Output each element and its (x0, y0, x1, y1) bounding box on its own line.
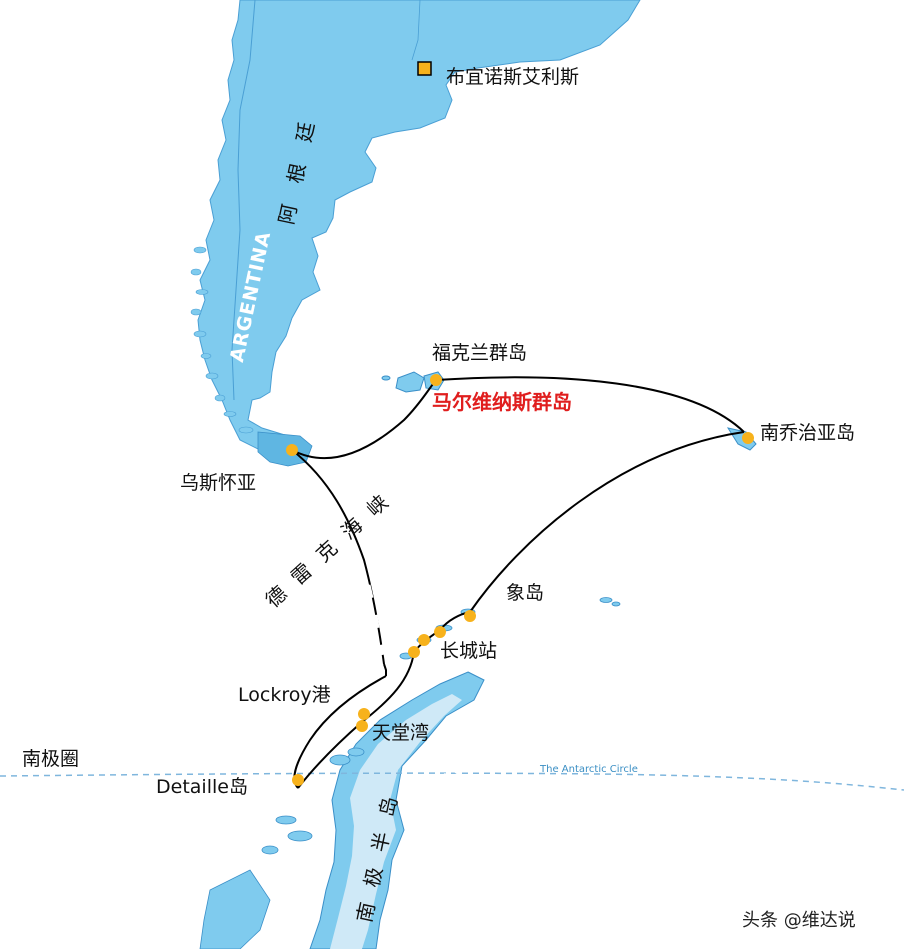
lockroy-marker (358, 708, 370, 720)
detaille-island-label: Detaille岛 (156, 776, 248, 798)
ushuaia-marker (286, 444, 298, 456)
south-georgia-label: 南乔治亚岛 (760, 422, 856, 444)
elephant-island-marker (464, 610, 476, 622)
falklands-label: 福克兰群岛 (432, 342, 528, 364)
watermark: 头条 @维达说 (742, 910, 856, 931)
peninsula-west-islands (199, 747, 365, 949)
south-america-land (197, 0, 641, 457)
great-wall-station-label: 长城站 (440, 640, 498, 662)
paradise-bay-label: 天堂湾 (372, 722, 430, 744)
argentina-border-line (231, 0, 256, 401)
ushuaia-label: 乌斯怀亚 (180, 472, 257, 494)
detaille-marker (292, 774, 304, 786)
antarctic-peninsula-interior (330, 694, 462, 949)
fjord-islands (190, 246, 281, 452)
antarctic-circle-cn-label: 南极圈 (22, 748, 80, 770)
tierra-del-fuego (257, 431, 313, 467)
great-wall-marker-2 (418, 634, 430, 646)
falkland-islands (381, 371, 445, 393)
south-shetland-islands (399, 597, 621, 660)
falklands-marker (430, 374, 442, 386)
elephant-island-label: 象岛 (506, 582, 545, 604)
drake-route-gaps (365, 584, 385, 656)
malvinas-label: 马尔维纳斯群岛 (432, 390, 572, 414)
port-lockroy-label: Lockroy港 (238, 684, 331, 706)
paradise-bay-marker (356, 720, 368, 732)
great-wall-marker-1 (434, 626, 446, 638)
antarctic-circle-line (0, 772, 904, 791)
buenos-aires-label: 布宜诺斯艾利斯 (446, 66, 580, 88)
south-georgia-marker (742, 432, 754, 444)
stop-markers (286, 374, 754, 786)
antarctic-circle-en-label: The Antarctic Circle (540, 764, 638, 775)
great-wall-marker-3 (408, 646, 420, 658)
argentina-border-line-2 (411, 0, 421, 61)
buenos-aires-marker (417, 61, 432, 76)
